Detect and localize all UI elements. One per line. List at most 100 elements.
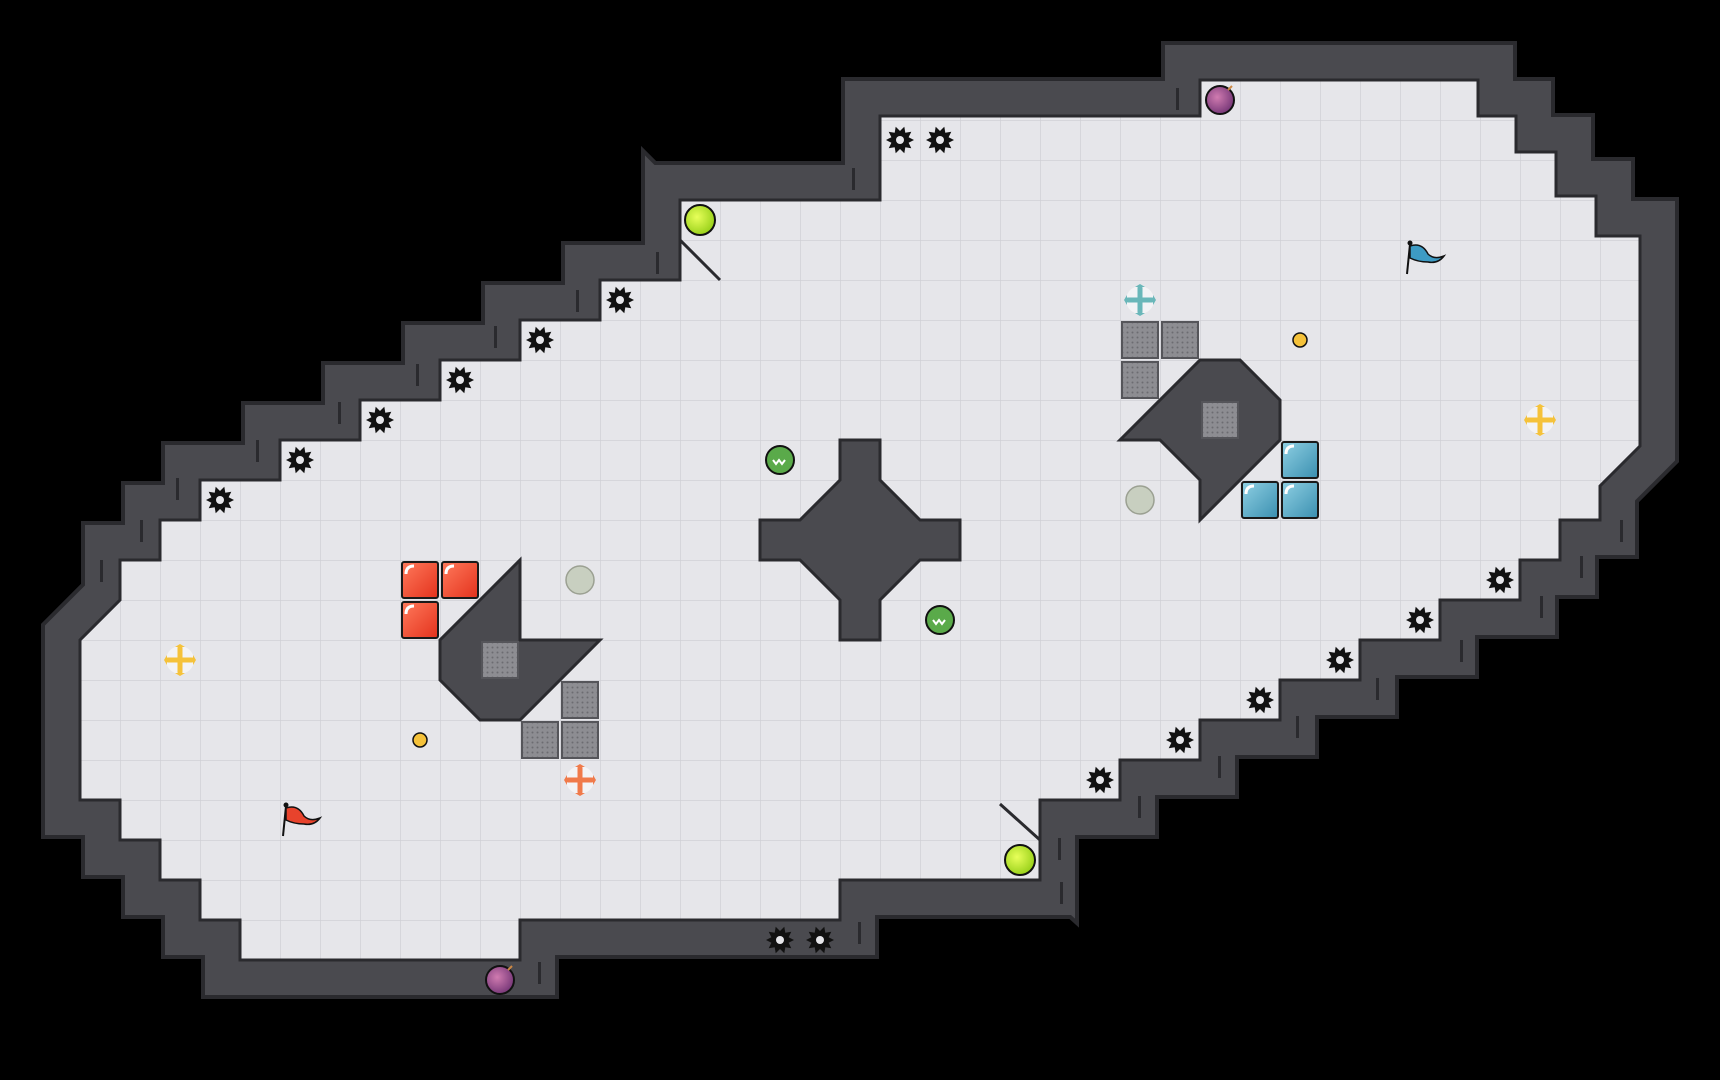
wall-notch — [1218, 756, 1221, 778]
red-gate-shine — [404, 604, 415, 615]
gate-tile — [481, 641, 519, 679]
portal-pattern — [932, 618, 946, 626]
red-gate — [401, 601, 439, 639]
spike-icon — [286, 446, 314, 474]
boost-arrow — [1135, 313, 1145, 316]
spike-icon — [606, 286, 634, 314]
blue-gate — [1281, 481, 1319, 519]
wall-notch — [338, 402, 341, 424]
boost-arrow — [575, 793, 585, 796]
red-gate-block — [401, 601, 439, 639]
gate-tile — [561, 681, 599, 719]
blue-boost-icon — [1124, 284, 1156, 316]
wall-notch — [140, 520, 143, 542]
boost-arrow — [575, 764, 585, 767]
blue-gate-shine — [1284, 444, 1295, 455]
red-gate — [441, 561, 479, 599]
spike-icon — [1246, 686, 1274, 714]
spike-icon — [1326, 646, 1354, 674]
gate-tile — [1161, 321, 1199, 359]
flag-knob — [283, 802, 289, 808]
boost-arrow — [1124, 295, 1127, 305]
bomb-fuse — [507, 965, 513, 971]
wall-notch — [858, 922, 861, 944]
floor-button-icon — [412, 732, 428, 748]
portal-pattern — [772, 458, 786, 466]
spike-icon — [446, 366, 474, 394]
spike-icon — [366, 406, 394, 434]
boost-arrow — [1535, 404, 1545, 407]
spike-core — [536, 336, 544, 344]
boost-arrow — [1153, 295, 1156, 305]
bomb-fuse — [1227, 85, 1233, 91]
wall-notch — [176, 478, 179, 500]
wall-notch — [1138, 796, 1141, 818]
wall-notch — [852, 168, 855, 190]
spike-icon — [806, 926, 834, 954]
flag-knob — [1407, 240, 1413, 246]
spike-icon — [886, 126, 914, 154]
blue-gate-block — [1281, 441, 1319, 479]
center-cross-wall — [758, 438, 962, 642]
wall-notch — [1580, 556, 1583, 578]
spike-core — [216, 496, 224, 504]
right-bunker-wall — [1116, 358, 1282, 524]
wall-notch — [656, 252, 659, 274]
portal-icon — [925, 605, 955, 635]
flag-cloth — [1409, 244, 1447, 264]
blue-gate-block — [1241, 481, 1279, 519]
spike-icon — [526, 326, 554, 354]
spike-core — [376, 416, 384, 424]
blue-flag-icon — [1406, 240, 1447, 275]
spike-icon — [926, 126, 954, 154]
neutral-boost-icon — [164, 644, 196, 676]
wall-notch — [1540, 596, 1543, 618]
spike-icon — [766, 926, 794, 954]
boost-arrow — [175, 644, 185, 647]
boost-arrow — [1535, 433, 1545, 436]
gate-tile — [521, 721, 559, 759]
spike-icon — [206, 486, 234, 514]
boost-cross — [1125, 285, 1155, 315]
flag-cloth — [285, 806, 323, 826]
spike-core — [896, 136, 904, 144]
boost-arrow — [1524, 415, 1527, 425]
powerup-icon — [1004, 844, 1036, 876]
red-gate — [401, 561, 439, 599]
blue-gate-shine — [1244, 484, 1255, 495]
blue-gate-block — [1281, 481, 1319, 519]
bomb-icon — [485, 965, 515, 995]
gate-tile — [561, 721, 599, 759]
spike-icon — [1406, 606, 1434, 634]
spike-core — [936, 136, 944, 144]
spike-core — [1176, 736, 1184, 744]
spike-core — [1256, 696, 1264, 704]
wall-notch — [1376, 678, 1379, 700]
wall-notch — [100, 560, 103, 582]
left-bunker-wall — [438, 556, 604, 722]
spike-core — [816, 936, 824, 944]
blue-gate — [1241, 481, 1279, 519]
boost-arrow — [1135, 284, 1145, 287]
floor-button-icon — [1292, 332, 1308, 348]
bomb-body — [1205, 85, 1235, 115]
red-gate-shine — [444, 564, 455, 575]
spike-core — [1416, 616, 1424, 624]
spike-icon — [1166, 726, 1194, 754]
powerup-icon — [684, 204, 716, 236]
boost-cross — [1525, 405, 1555, 435]
inactive-pad-icon — [1125, 485, 1155, 515]
boost-arrow — [193, 655, 196, 665]
red-flag-icon — [282, 802, 323, 837]
red-gate-block — [401, 561, 439, 599]
boost-cross — [565, 765, 595, 795]
blue-gate — [1281, 441, 1319, 479]
wall-notch — [256, 440, 259, 462]
wall-notch — [1176, 88, 1179, 110]
portal-icon — [765, 445, 795, 475]
spike-core — [1096, 776, 1104, 784]
gate-tile — [1201, 401, 1239, 439]
spike-icon — [1086, 766, 1114, 794]
